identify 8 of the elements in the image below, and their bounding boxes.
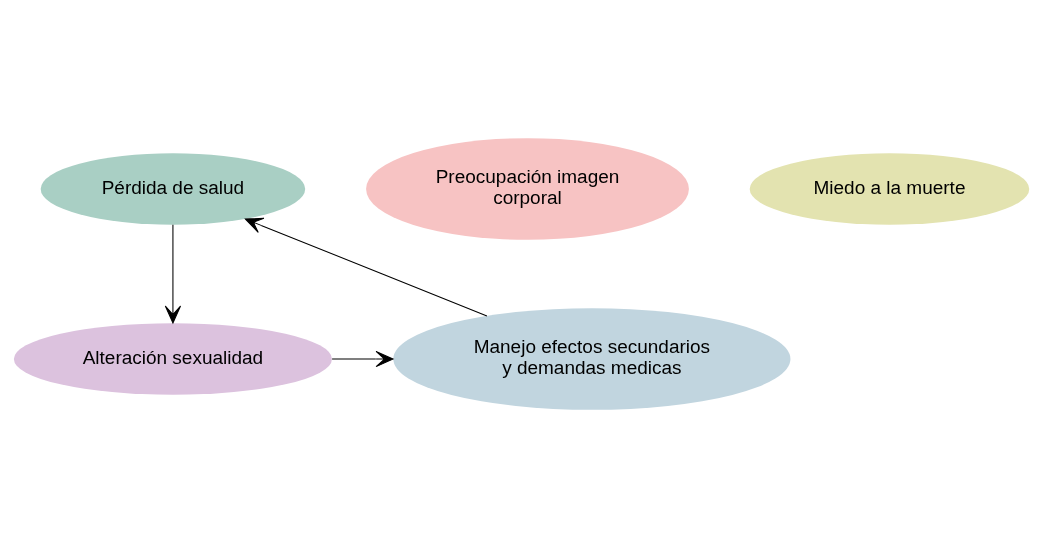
node-ellipse: Miedo a la muerte xyxy=(749,153,1030,225)
arrow xyxy=(244,217,488,317)
node-ellipse: Manejo efectos secundarios y demandas medicas xyxy=(393,308,791,410)
node-ellipse: Alteración sexualidad xyxy=(13,323,332,395)
node-ellipse: Preocupación imagen corporal xyxy=(366,138,689,240)
arrow xyxy=(164,224,182,324)
arrow xyxy=(331,350,394,368)
node-ellipse: Pérdida de salud xyxy=(40,153,306,225)
